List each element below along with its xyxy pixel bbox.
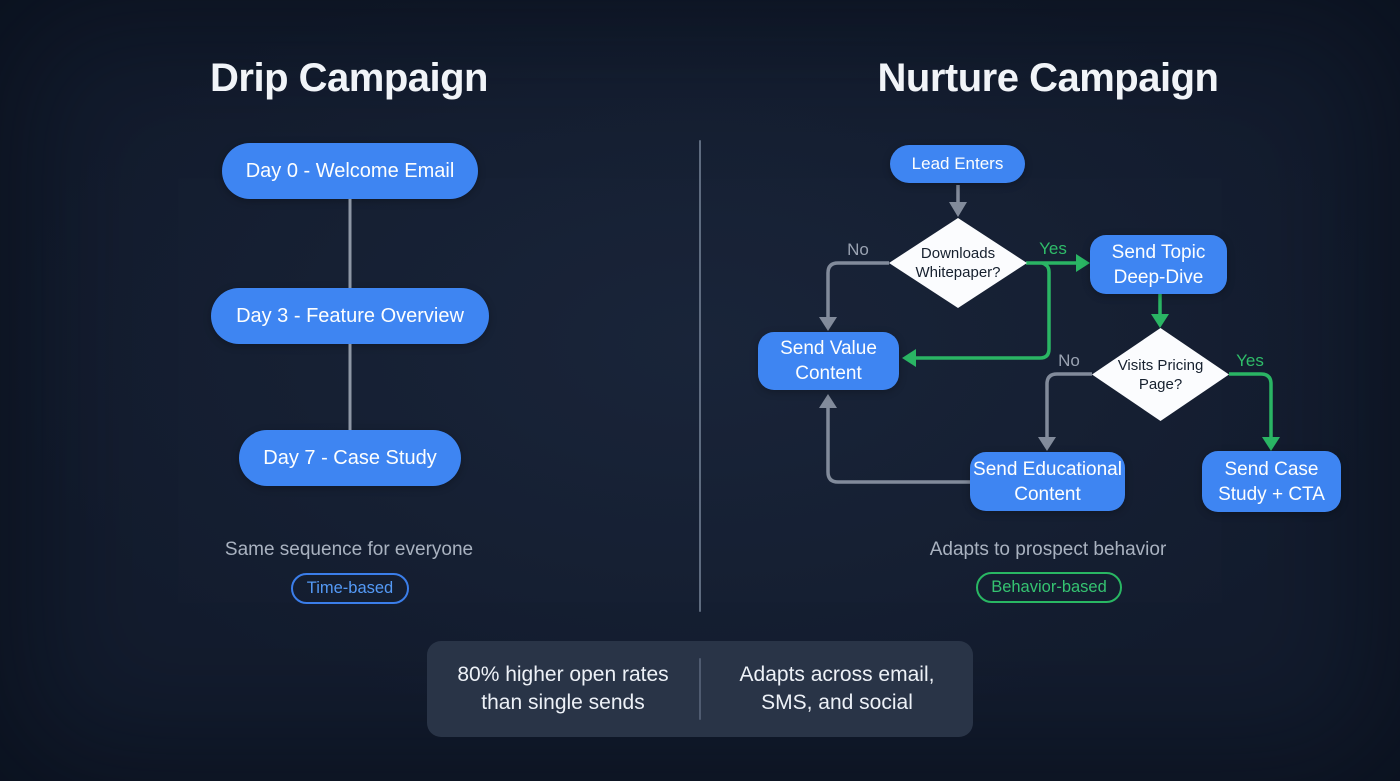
diamond1-line1: Downloads [920, 245, 996, 262]
arrowhead-into-diamond1 [949, 202, 967, 217]
send-topic-line2: Deep-Dive [1113, 266, 1204, 288]
arrowhead-loop-into-send-value [819, 394, 837, 408]
arrowhead-into-send-value-right [902, 349, 916, 367]
nurture-campaign-title: Nurture Campaign [877, 56, 1219, 100]
send-value-line1: Send Value [780, 338, 877, 359]
downloads-whitepaper-diamond: Downloads Whitepaper? [889, 218, 1027, 308]
no-label-diamond2: No [1058, 351, 1080, 370]
summary-left-line1: 80% higher open rates [457, 663, 669, 686]
diamond1-line2: Whitepaper? [915, 264, 1001, 281]
time-based-badge: Time-based [291, 573, 409, 604]
lead-enters-node: Lead Enters [890, 145, 1025, 183]
summary-right-line1: Adapts across email, [739, 663, 935, 686]
no-label-diamond1: No [847, 240, 869, 259]
drip-caption: Same sequence for everyone [224, 539, 474, 560]
summary-stat-channels: Adapts across email, SMS, and social [701, 661, 973, 717]
send-case-line1: Send Case [1224, 458, 1319, 480]
summary-stat-open-rates: 80% higher open rates than single sends [427, 661, 699, 717]
send-value-content-node: Send Value Content [758, 332, 899, 390]
connector-edu-to-value-loop [826, 408, 970, 484]
arrowhead-yes-into-send-case [1262, 437, 1280, 451]
arrowhead-no-into-send-value [819, 317, 837, 331]
summary-left-line2: than single sends [481, 691, 645, 714]
diamond2-line2: Page? [1138, 375, 1183, 393]
send-case-line2: Study + CTA [1218, 483, 1325, 505]
drip-step-day0: Day 0 - Welcome Email [222, 143, 478, 199]
send-value-line2: Content [795, 363, 862, 384]
summary-card: 80% higher open rates than single sends … [427, 641, 973, 737]
nurture-caption: Adapts to prospect behavior [929, 539, 1167, 560]
drip-step-day7: Day 7 - Case Study [239, 430, 461, 486]
send-topic-line1: Send Topic [1111, 241, 1206, 263]
drip-campaign-title: Drip Campaign [210, 56, 488, 100]
connector-diamond1-no [826, 261, 889, 317]
arrowhead-no-into-send-edu [1038, 437, 1056, 451]
visits-pricing-diamond: Visits Pricing Page? [1092, 328, 1229, 421]
send-edu-line1: Send Educational [973, 458, 1122, 480]
arrowhead-into-diamond2 [1151, 314, 1169, 328]
yes-label-diamond1: Yes [1039, 239, 1067, 258]
send-edu-line2: Content [1014, 483, 1081, 505]
send-case-study-node: Send Case Study + CTA [1202, 451, 1341, 512]
drip-step-day3: Day 3 - Feature Overview [211, 288, 489, 344]
summary-divider [699, 658, 701, 720]
connector-diamond2-yes [1229, 372, 1273, 437]
behavior-based-badge: Behavior-based [976, 572, 1122, 603]
send-educational-content-node: Send Educational Content [970, 452, 1125, 511]
connector-diamond2-no [1045, 372, 1092, 437]
panel-divider [699, 140, 701, 612]
yes-label-diamond2: Yes [1236, 351, 1264, 370]
summary-right-line2: SMS, and social [761, 691, 913, 714]
send-topic-deep-dive-node: Send Topic Deep-Dive [1090, 235, 1227, 294]
diamond2-line1: Visits Pricing [1117, 356, 1204, 374]
